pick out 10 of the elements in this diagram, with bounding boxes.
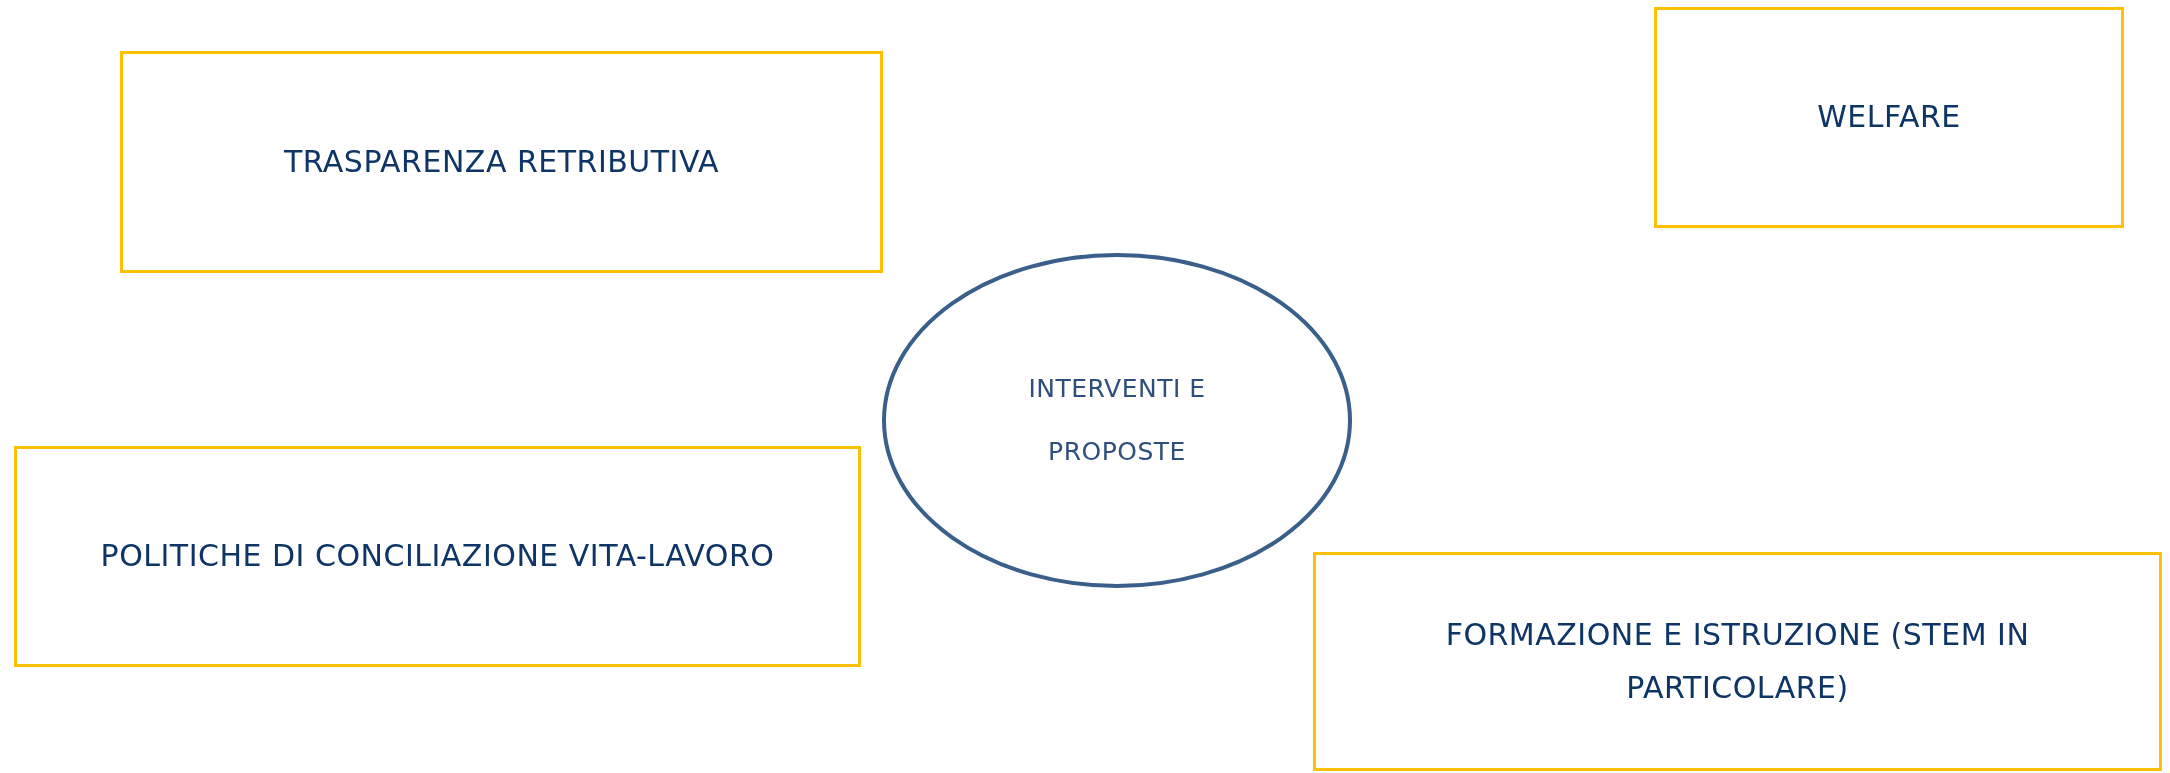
topic-box xyxy=(1313,552,2162,771)
node-label: INTERVENTI E PROPOSTE xyxy=(1027,373,1207,468)
node-label: WELFARE xyxy=(1817,98,1961,137)
node-label: POLITICHE DI CONCILIAZIONE VITA-LAVORO xyxy=(100,537,775,576)
topic-box xyxy=(1654,7,2124,228)
ellipse-node xyxy=(882,253,1352,588)
node-label: TRASPARENZA RETRIBUTIVA xyxy=(283,142,720,181)
topic-box xyxy=(14,446,861,667)
node-label: FORMAZIONE E ISTRUZIONE (STEM IN PARTICOLARE) xyxy=(1444,616,2031,707)
topic-box xyxy=(120,51,883,273)
